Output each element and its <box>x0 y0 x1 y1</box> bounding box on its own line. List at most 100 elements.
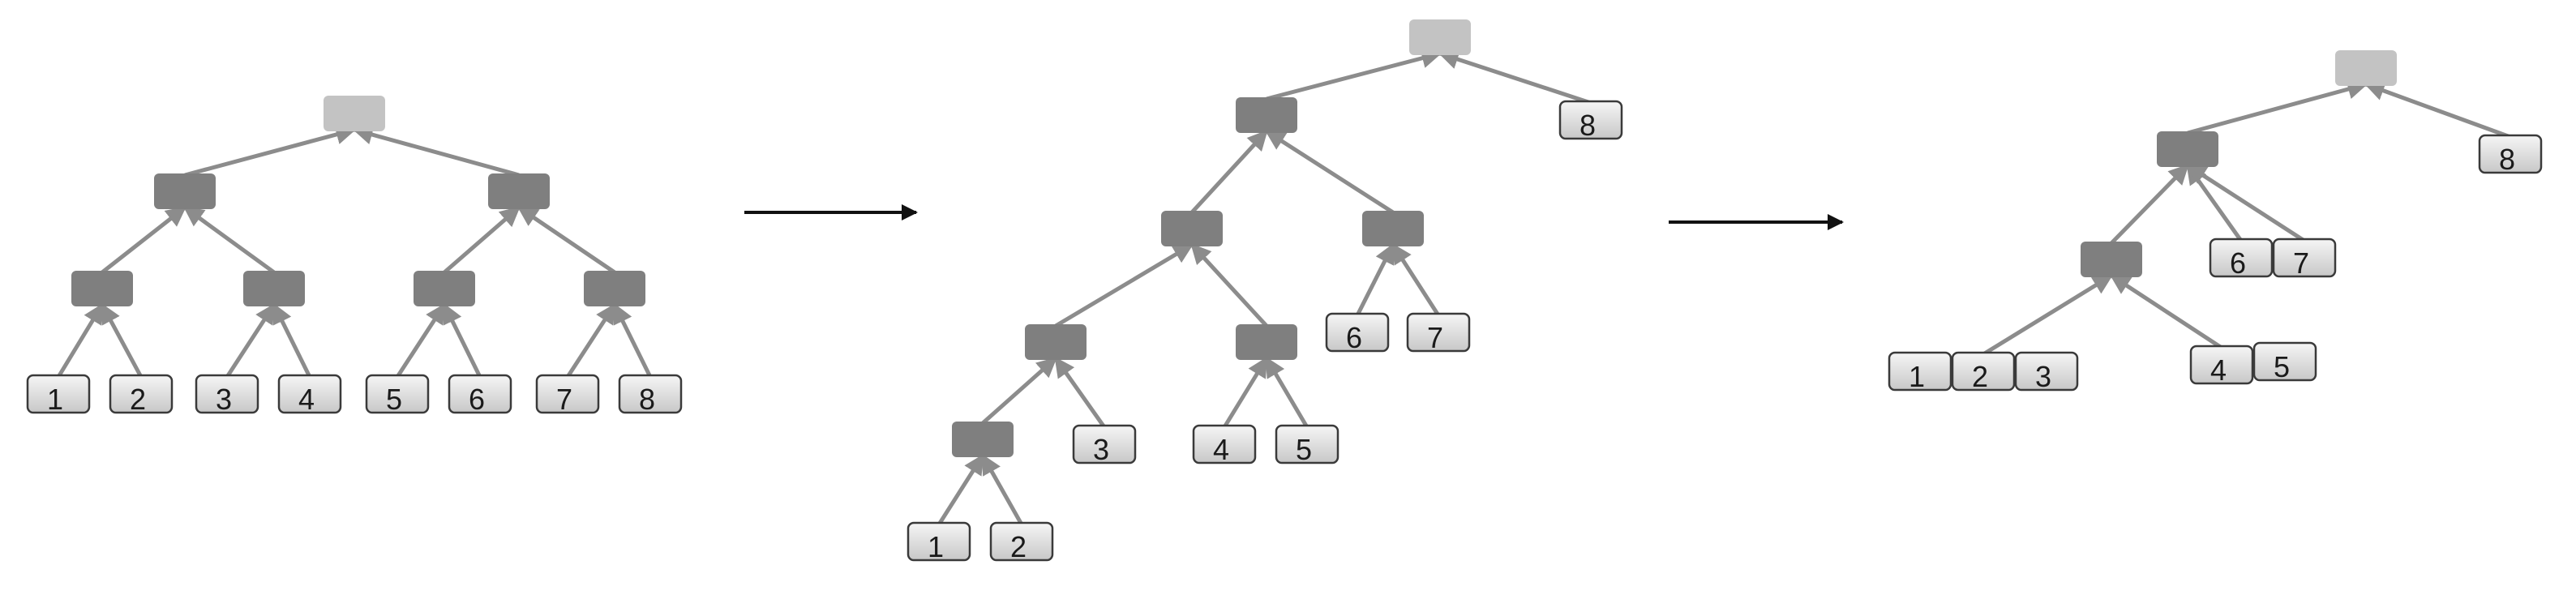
leaf-box <box>1192 424 1257 464</box>
leaf-box <box>1406 312 1471 353</box>
leaf-label: 7 <box>1427 321 1443 354</box>
tree-2-internal-node-e <box>1236 324 1297 360</box>
tree-1-internal-node-f <box>584 271 645 306</box>
leaf-node-t3-l8: 8 <box>2478 134 2543 176</box>
tree-2-internal-node-b <box>1161 211 1223 246</box>
tree-2-internal-node-d <box>1025 324 1087 360</box>
leaf-label: 1 <box>1909 360 1925 393</box>
tree-1-root-node <box>324 96 385 131</box>
leaf-node-t3-l6: 6 <box>2209 238 2274 280</box>
leaf-node-t1-l1: 1 <box>26 374 91 416</box>
tree-2-edge-l4-to-e <box>1222 356 1269 429</box>
leaf-label: 4 <box>2210 353 2227 387</box>
leaf-box <box>2252 341 2317 382</box>
leaf-box <box>618 374 683 414</box>
leaf-node-t1-l2: 2 <box>109 374 174 416</box>
leaf-box <box>2272 238 2337 278</box>
leaf-label: 8 <box>2499 143 2515 176</box>
tree-3-edge-l2-to-b <box>1982 273 2114 357</box>
tree-2-internal-node-c <box>1362 211 1424 246</box>
tree-2-edge-l8-to-root <box>1438 49 1592 105</box>
tree-1-edge-l7-to-f <box>565 302 617 379</box>
leaf-label: 3 <box>2035 360 2051 393</box>
tree-1-edge-l5-to-e <box>395 302 447 379</box>
leaf-box <box>1325 312 1390 353</box>
leaf-label: 2 <box>130 383 146 416</box>
leaf-label: 7 <box>556 383 572 416</box>
tree-2-internal-node-a <box>1236 97 1297 133</box>
tree-1-edge-f-to-b <box>516 205 616 275</box>
tree-2-edge-l7-to-c <box>1391 242 1441 317</box>
tree-1-edge-l2-to-c <box>100 302 144 379</box>
tree-1-internal-node-a <box>154 173 216 209</box>
leaf-node-t1-l5: 5 <box>365 374 430 416</box>
tree-1-edge-e-to-b <box>443 206 521 274</box>
leaf-box <box>277 374 342 414</box>
leaf-label: 6 <box>1346 321 1362 354</box>
leaf-box <box>1072 424 1137 464</box>
leaf-label: 6 <box>2230 246 2246 280</box>
tree-1-edge-a-to-root <box>184 124 357 178</box>
leaf-node-t2-l5: 5 <box>1275 424 1339 466</box>
tree-1-edge-c-to-a <box>101 206 186 274</box>
tree-2-edge-l6-to-c <box>1355 242 1395 317</box>
leaf-node-t3-l3: 3 <box>2014 351 2079 393</box>
leaf-node-t2-l4: 4 <box>1192 424 1257 466</box>
leaf-box <box>448 374 512 414</box>
leaf-label: 2 <box>1010 530 1027 563</box>
tree-2-edge-l3-to-d <box>1053 356 1107 429</box>
tree-2-edge-a-to-root <box>1266 48 1442 101</box>
leaf-node-t3-l1: 1 <box>1888 351 1952 393</box>
tree-3-edge-l6-to-a <box>2185 163 2244 242</box>
tree-1-edge-l1-to-c <box>56 302 105 379</box>
leaf-box <box>26 374 91 414</box>
leaf-node-t1-l8: 8 <box>618 374 683 416</box>
tree-3-edge-l8-to-root <box>2364 80 2511 139</box>
leaf-label: 1 <box>47 383 63 416</box>
leaf-label: 2 <box>1972 360 1988 393</box>
leaf-box <box>1275 424 1339 464</box>
leaf-node-t3-l4: 4 <box>2189 345 2254 387</box>
leaf-node-t3-l5: 5 <box>2252 341 2317 383</box>
leaf-box <box>2189 345 2254 385</box>
leaf-box <box>535 374 600 414</box>
leaf-node-t1-l6: 6 <box>448 374 512 416</box>
edges-layer <box>56 48 2511 526</box>
leaf-label: 8 <box>639 383 655 416</box>
tree-2-edge-l5-to-e <box>1264 356 1309 429</box>
tree-3-edge-b-to-a <box>2110 164 2189 245</box>
leaf-node-t2-l8: 8 <box>1558 100 1623 142</box>
leaf-box <box>2478 134 2543 174</box>
leaf-label: 7 <box>2293 246 2309 280</box>
tree-1-internal-node-b <box>488 173 550 209</box>
tree-3-edge-l4-to-b <box>2109 273 2223 350</box>
transition-arrows <box>744 204 1844 230</box>
leaf-box <box>365 374 430 414</box>
leaf-box <box>109 374 174 414</box>
leaf-label: 5 <box>386 383 402 416</box>
tree-2-edge-l1-to-f <box>937 453 985 526</box>
tree-2-root-node <box>1409 19 1471 55</box>
leaf-node-t3-l7: 7 <box>2272 238 2337 280</box>
tree-3-edge-l7-to-a <box>2185 163 2306 243</box>
leaf-box <box>2209 238 2274 278</box>
tree-1-internal-node-d <box>243 271 305 306</box>
leaf-label: 5 <box>1296 433 1312 466</box>
leaf-node-t2-l7: 7 <box>1406 312 1471 354</box>
leaf-node-t2-l6: 6 <box>1325 312 1390 354</box>
tree-1-internal-node-e <box>414 271 475 306</box>
leaf-node-t3-l2: 2 <box>1951 351 2016 393</box>
tree-2-edge-d-to-b <box>1054 242 1194 328</box>
leaf-label: 3 <box>1093 433 1109 466</box>
leaf-box <box>1558 100 1623 140</box>
tree-3-internal-node-a <box>2157 131 2218 167</box>
leaf-node-t1-l3: 3 <box>195 374 259 416</box>
leaf-box <box>907 521 971 562</box>
leaf-node-t1-l4: 4 <box>277 374 342 416</box>
leaf-label: 8 <box>1579 109 1596 142</box>
tree-1-edge-d-to-a <box>182 205 276 275</box>
